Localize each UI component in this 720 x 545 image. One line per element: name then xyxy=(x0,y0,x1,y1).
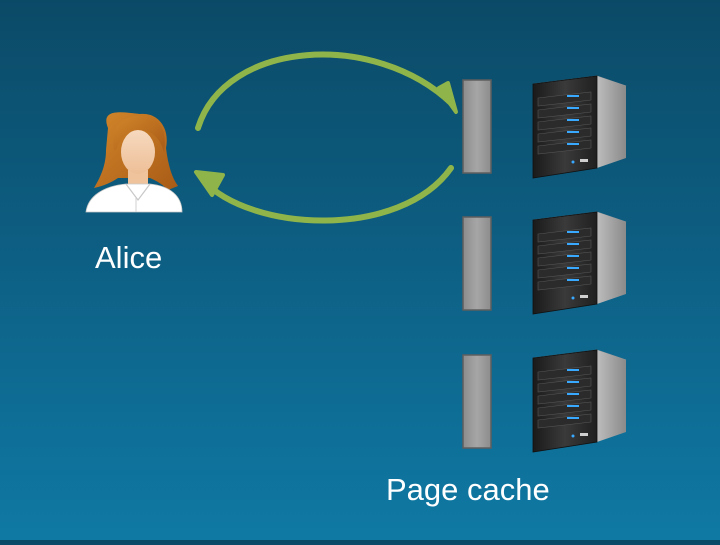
server-icon xyxy=(532,211,627,315)
cache-slot-1 xyxy=(462,79,492,174)
server-icon xyxy=(532,349,627,453)
person-icon xyxy=(85,112,183,213)
cache-slot-3 xyxy=(462,354,492,449)
request-arrow xyxy=(195,51,458,131)
user-label: Alice xyxy=(95,240,163,275)
cache-slot-2 xyxy=(462,216,492,311)
server-icon xyxy=(532,75,627,179)
response-arrow xyxy=(194,165,454,224)
page-cache-label: Page cache xyxy=(386,472,550,507)
